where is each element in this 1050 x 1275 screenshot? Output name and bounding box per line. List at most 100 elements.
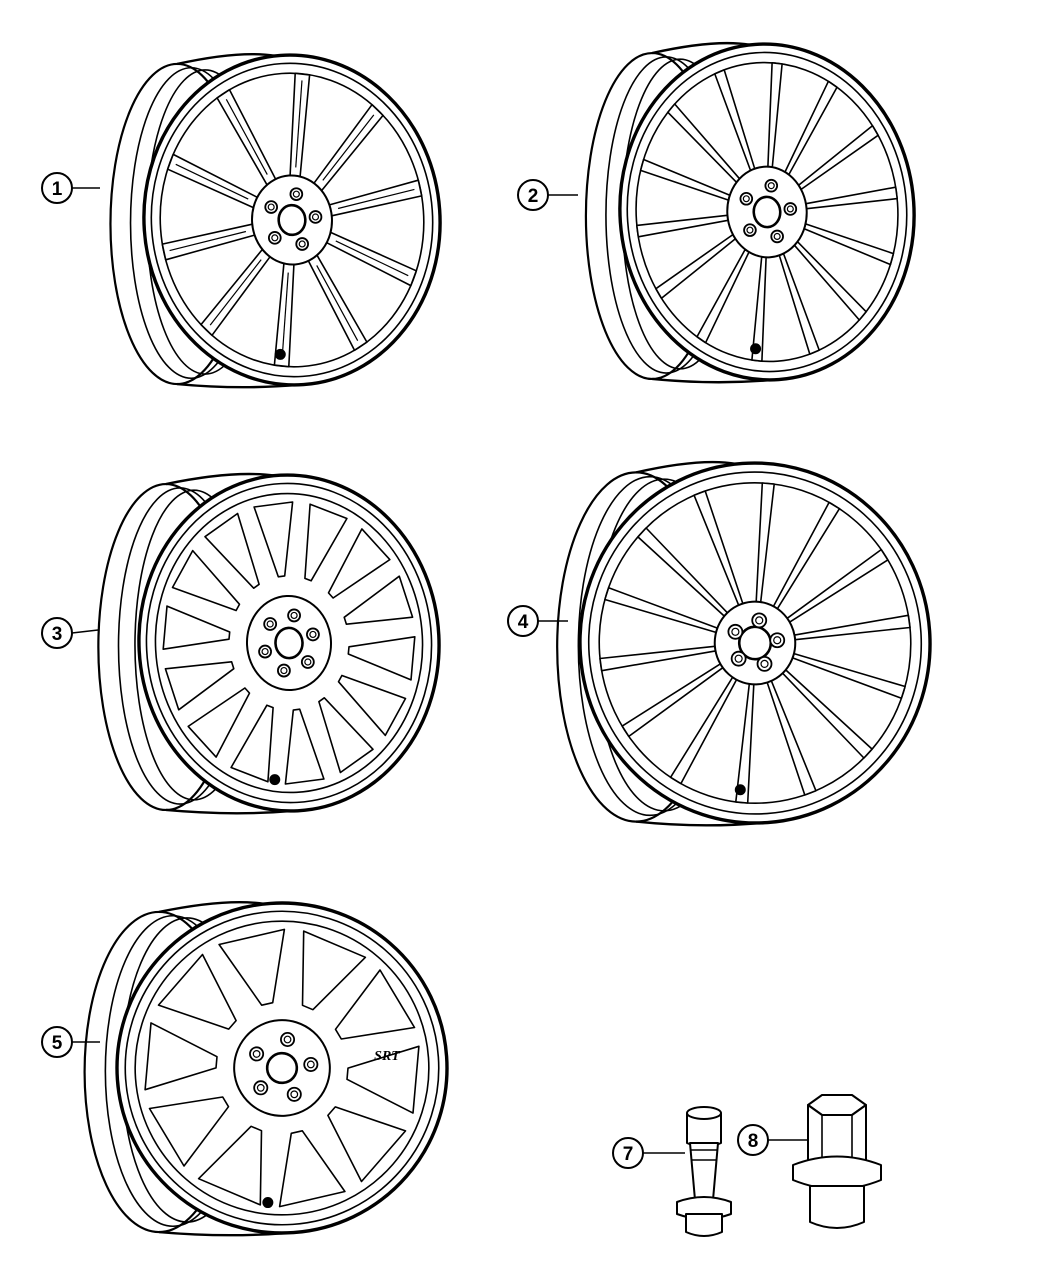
barrel-top-edge (158, 900, 265, 914)
wheel-spoke (334, 969, 416, 1040)
wheel-spoke (204, 512, 260, 589)
lug-hole (306, 627, 320, 642)
spoke-groove (281, 272, 289, 360)
wheel-1-drawing (109, 52, 442, 389)
wheel-spoke (164, 661, 235, 711)
barrel-top-edge (635, 460, 737, 474)
lug-hole-inner (786, 205, 794, 213)
rim-flange (150, 62, 434, 378)
lug-hole-inner (256, 1083, 265, 1092)
lug-hole (764, 178, 779, 193)
lug-hole-inner (266, 620, 274, 628)
spoke-groove (335, 240, 409, 277)
wheel-4-drawing (556, 460, 932, 827)
spoke-groove (337, 188, 415, 210)
wheel-spoke (327, 1106, 407, 1183)
wheel-spoke (253, 501, 294, 578)
lug-hole-inner (252, 1050, 261, 1058)
lug-hole (289, 187, 304, 201)
center-bore (752, 195, 782, 229)
callout-circle (517, 179, 549, 211)
lug-hole-inner (311, 213, 320, 221)
lug-nut-seat (809, 1185, 865, 1229)
wheel-spoke (318, 697, 374, 774)
lug-hole (730, 650, 747, 667)
lug-hole-inner (755, 616, 764, 625)
rim-inner-edge (635, 61, 899, 363)
callout-leader-line (71, 629, 99, 634)
valve-stem-body (689, 1142, 719, 1201)
callout-number: 2 (528, 186, 539, 207)
callout-1: 1 (41, 172, 100, 204)
lug-hole (280, 1031, 296, 1047)
center-bore (277, 203, 307, 237)
lug-hole-inner (742, 195, 750, 203)
wheel-spoke (148, 1096, 230, 1167)
srt-badge-text: SRT (374, 1049, 401, 1064)
callout-circle (507, 605, 539, 637)
lug-hole-inner (734, 654, 743, 663)
lug-hole (303, 1056, 319, 1072)
callout-number: 4 (518, 612, 529, 633)
callout-3: 3 (41, 617, 99, 649)
valve-stem-drawing (676, 1106, 732, 1237)
lug-hole-inner (767, 182, 775, 190)
wheels-group: SRT (83, 41, 932, 1237)
lug-hole-inner (746, 226, 754, 234)
callout-number: 1 (52, 179, 63, 200)
wheel-spoke (337, 674, 407, 737)
valve-hole (262, 1197, 274, 1209)
rim-flange (587, 471, 923, 815)
lug-hole (751, 612, 768, 629)
spoke-groove (209, 259, 262, 326)
center-bore (274, 626, 304, 660)
lug-hole-inner (267, 203, 275, 211)
lug-hole (300, 655, 315, 669)
callout-8: 8 (737, 1124, 808, 1156)
lug-hole (267, 231, 282, 245)
spoke-groove (175, 163, 249, 200)
callout-circle (41, 617, 73, 649)
wheel-spoke (218, 928, 286, 1006)
wheel-spoke (343, 575, 414, 625)
barrel-top-edge (651, 41, 751, 55)
lug-hole (263, 617, 278, 631)
rim-inner-edge (598, 482, 912, 804)
callout-4: 4 (507, 605, 568, 637)
wheel-spoke (144, 1022, 218, 1091)
valve-hole (750, 343, 762, 355)
wheel-spoke (157, 953, 237, 1030)
lug-hole (249, 1046, 265, 1062)
spoke-groove (169, 230, 247, 252)
wheel-3-drawing (97, 472, 441, 815)
lug-hole-inner (271, 234, 279, 242)
wheel-spoke (162, 605, 231, 650)
wheel-spoke (197, 1125, 263, 1206)
lug-hole-inner (773, 636, 782, 645)
lug-hole (264, 200, 279, 214)
lug-hole-inner (309, 630, 317, 639)
wheel-spoke (304, 503, 348, 582)
valve-hole (734, 784, 746, 796)
lug-hole (739, 191, 754, 206)
callout-2: 2 (517, 179, 578, 211)
rim-inner-edge (154, 492, 424, 794)
spoke-groove (295, 80, 303, 168)
lug-hole (770, 229, 784, 244)
rim-flange (124, 910, 440, 1226)
rim-inner-edge (134, 920, 430, 1216)
callout-circle (612, 1137, 644, 1169)
lug-hole (253, 1080, 269, 1096)
lug-hole-inner (731, 627, 740, 636)
lug-hole-inner (760, 659, 769, 668)
lug-hole-inner (290, 611, 298, 620)
lug-hole (295, 237, 310, 251)
lug-nut-washer (792, 1155, 882, 1190)
lug-hole-inner (261, 647, 269, 656)
lug-hole (769, 632, 786, 649)
callout-number: 7 (623, 1144, 634, 1165)
hardware-group (676, 1094, 882, 1237)
spoke-groove (322, 114, 375, 181)
barrel-top-edge (176, 52, 276, 66)
